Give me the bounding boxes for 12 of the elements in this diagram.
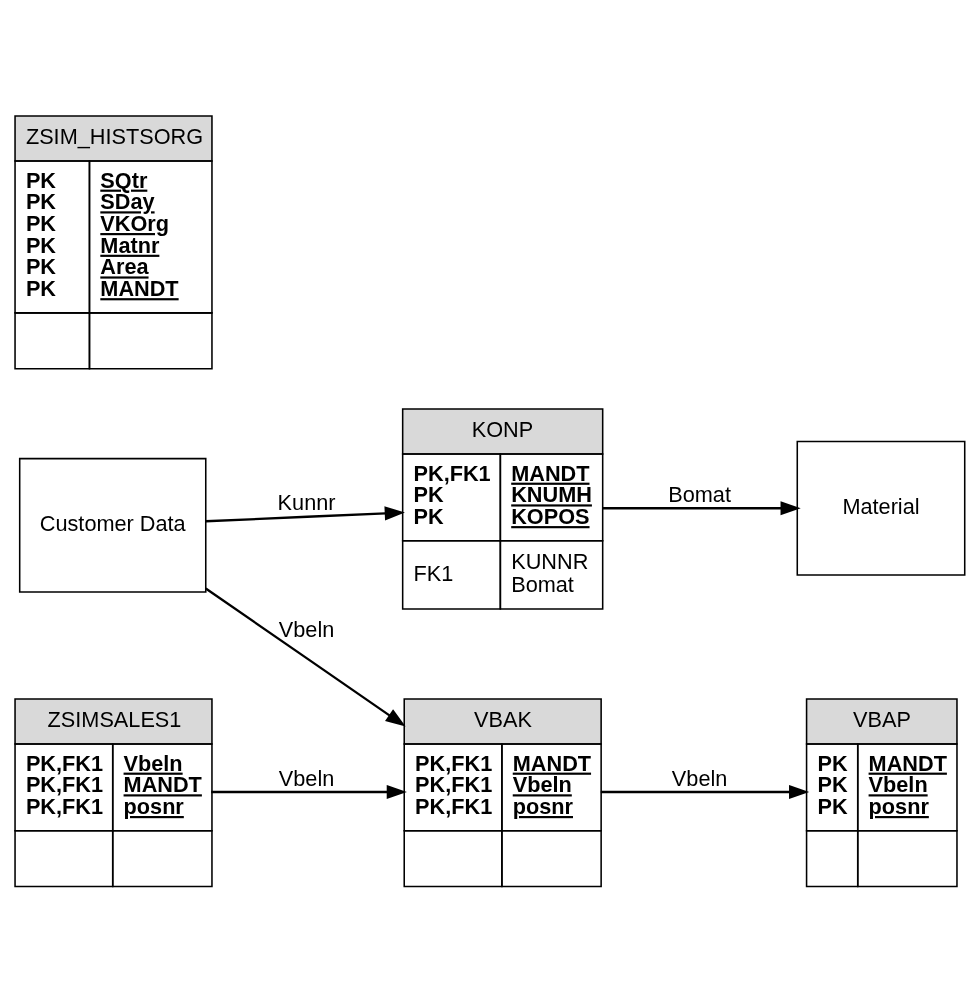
node-box: Material [796,440,966,576]
arrow [211,784,407,800]
edge-label: Vbeln [278,766,335,792]
edge-label: Vbeln [671,766,728,792]
node-box: Customer Data [18,457,207,593]
arrow [205,587,406,727]
edge-label: Kunnr [277,490,336,516]
edge-label: Vbeln [278,617,335,643]
arrow [205,506,405,523]
arrow [602,501,801,516]
arrow [600,784,810,800]
edge-label: Bomat [668,482,731,508]
